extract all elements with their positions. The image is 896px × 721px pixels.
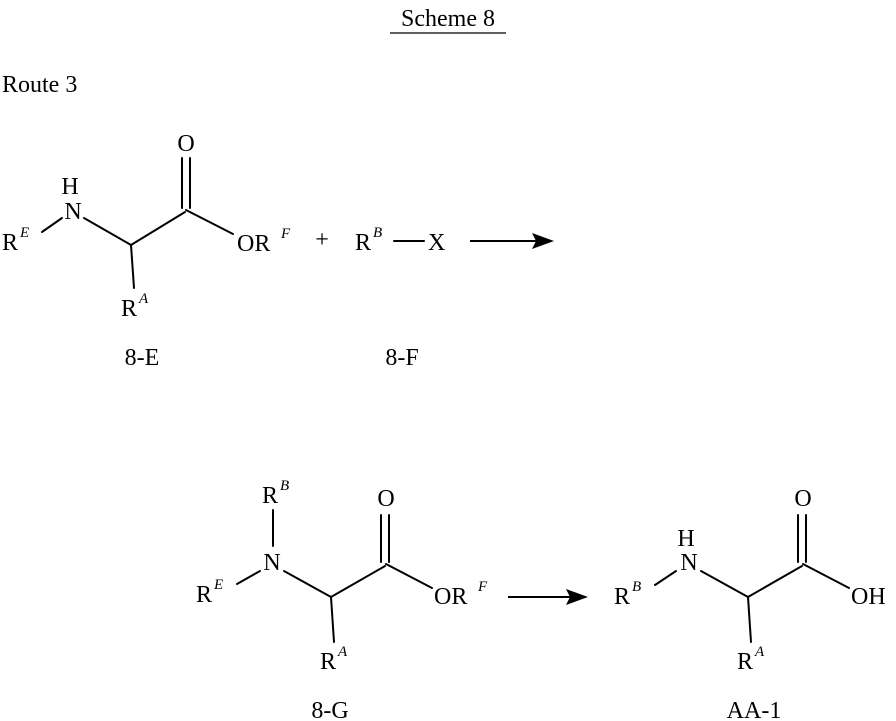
superscript-E: E	[213, 577, 223, 593]
bond	[284, 571, 331, 597]
bond	[803, 564, 849, 588]
reaction-arrow-1	[470, 233, 554, 249]
superscript-E: E	[19, 225, 29, 241]
atom-O: O	[177, 131, 194, 157]
superscript-A: A	[337, 644, 348, 660]
scheme-title: Scheme 8	[401, 6, 495, 32]
bond	[131, 245, 134, 288]
atom-O: O	[794, 486, 811, 512]
atom-O: O	[377, 486, 394, 512]
compound-8F-structure: R B X	[355, 225, 445, 256]
superscript-F: F	[477, 579, 488, 595]
atom-N: N	[680, 550, 697, 576]
label-8F: 8-F	[385, 345, 418, 371]
compound-AA1-structure: R B H N O OH R A	[614, 486, 886, 675]
atom-R: R	[737, 649, 753, 675]
superscript-B: B	[280, 478, 289, 494]
bond	[331, 566, 385, 597]
superscript-B: B	[373, 225, 382, 241]
atom-N: N	[64, 199, 81, 225]
plus-sign: +	[315, 227, 329, 253]
bond	[386, 564, 432, 588]
bond	[331, 597, 334, 642]
superscript-F: F	[280, 226, 291, 242]
atom-OH: OH	[851, 584, 886, 610]
reaction-arrow-2	[508, 589, 588, 605]
superscript-B: B	[632, 579, 641, 595]
bond	[655, 571, 676, 585]
bond	[237, 571, 260, 584]
atom-R: R	[355, 230, 371, 256]
bond	[748, 566, 802, 597]
atom-H: H	[61, 174, 78, 200]
bond	[42, 218, 62, 232]
atom-OR: OR	[434, 584, 467, 610]
compound-8E-structure: H N R E O OR F R A	[2, 131, 291, 322]
atom-R: R	[320, 649, 336, 675]
route-label: Route 3	[2, 72, 77, 98]
atom-R: R	[121, 296, 137, 322]
atom-R: R	[2, 230, 18, 256]
atom-R: R	[196, 582, 212, 608]
superscript-A: A	[138, 291, 149, 307]
atom-X: X	[428, 230, 445, 256]
compound-8G-structure: R B N R E O OR F R A	[196, 478, 488, 675]
atom-R: R	[262, 483, 278, 509]
bond	[701, 571, 748, 597]
bond	[131, 212, 185, 245]
bond	[748, 597, 751, 642]
label-8E: 8-E	[125, 345, 160, 371]
atom-N: N	[263, 550, 280, 576]
atom-R: R	[614, 584, 630, 610]
label-AA1: AA-1	[727, 698, 782, 721]
bond	[186, 210, 233, 234]
bond	[84, 218, 131, 245]
superscript-A: A	[754, 644, 765, 660]
atom-H: H	[677, 526, 694, 552]
atom-OR: OR	[237, 231, 270, 257]
label-8G: 8-G	[311, 698, 348, 721]
